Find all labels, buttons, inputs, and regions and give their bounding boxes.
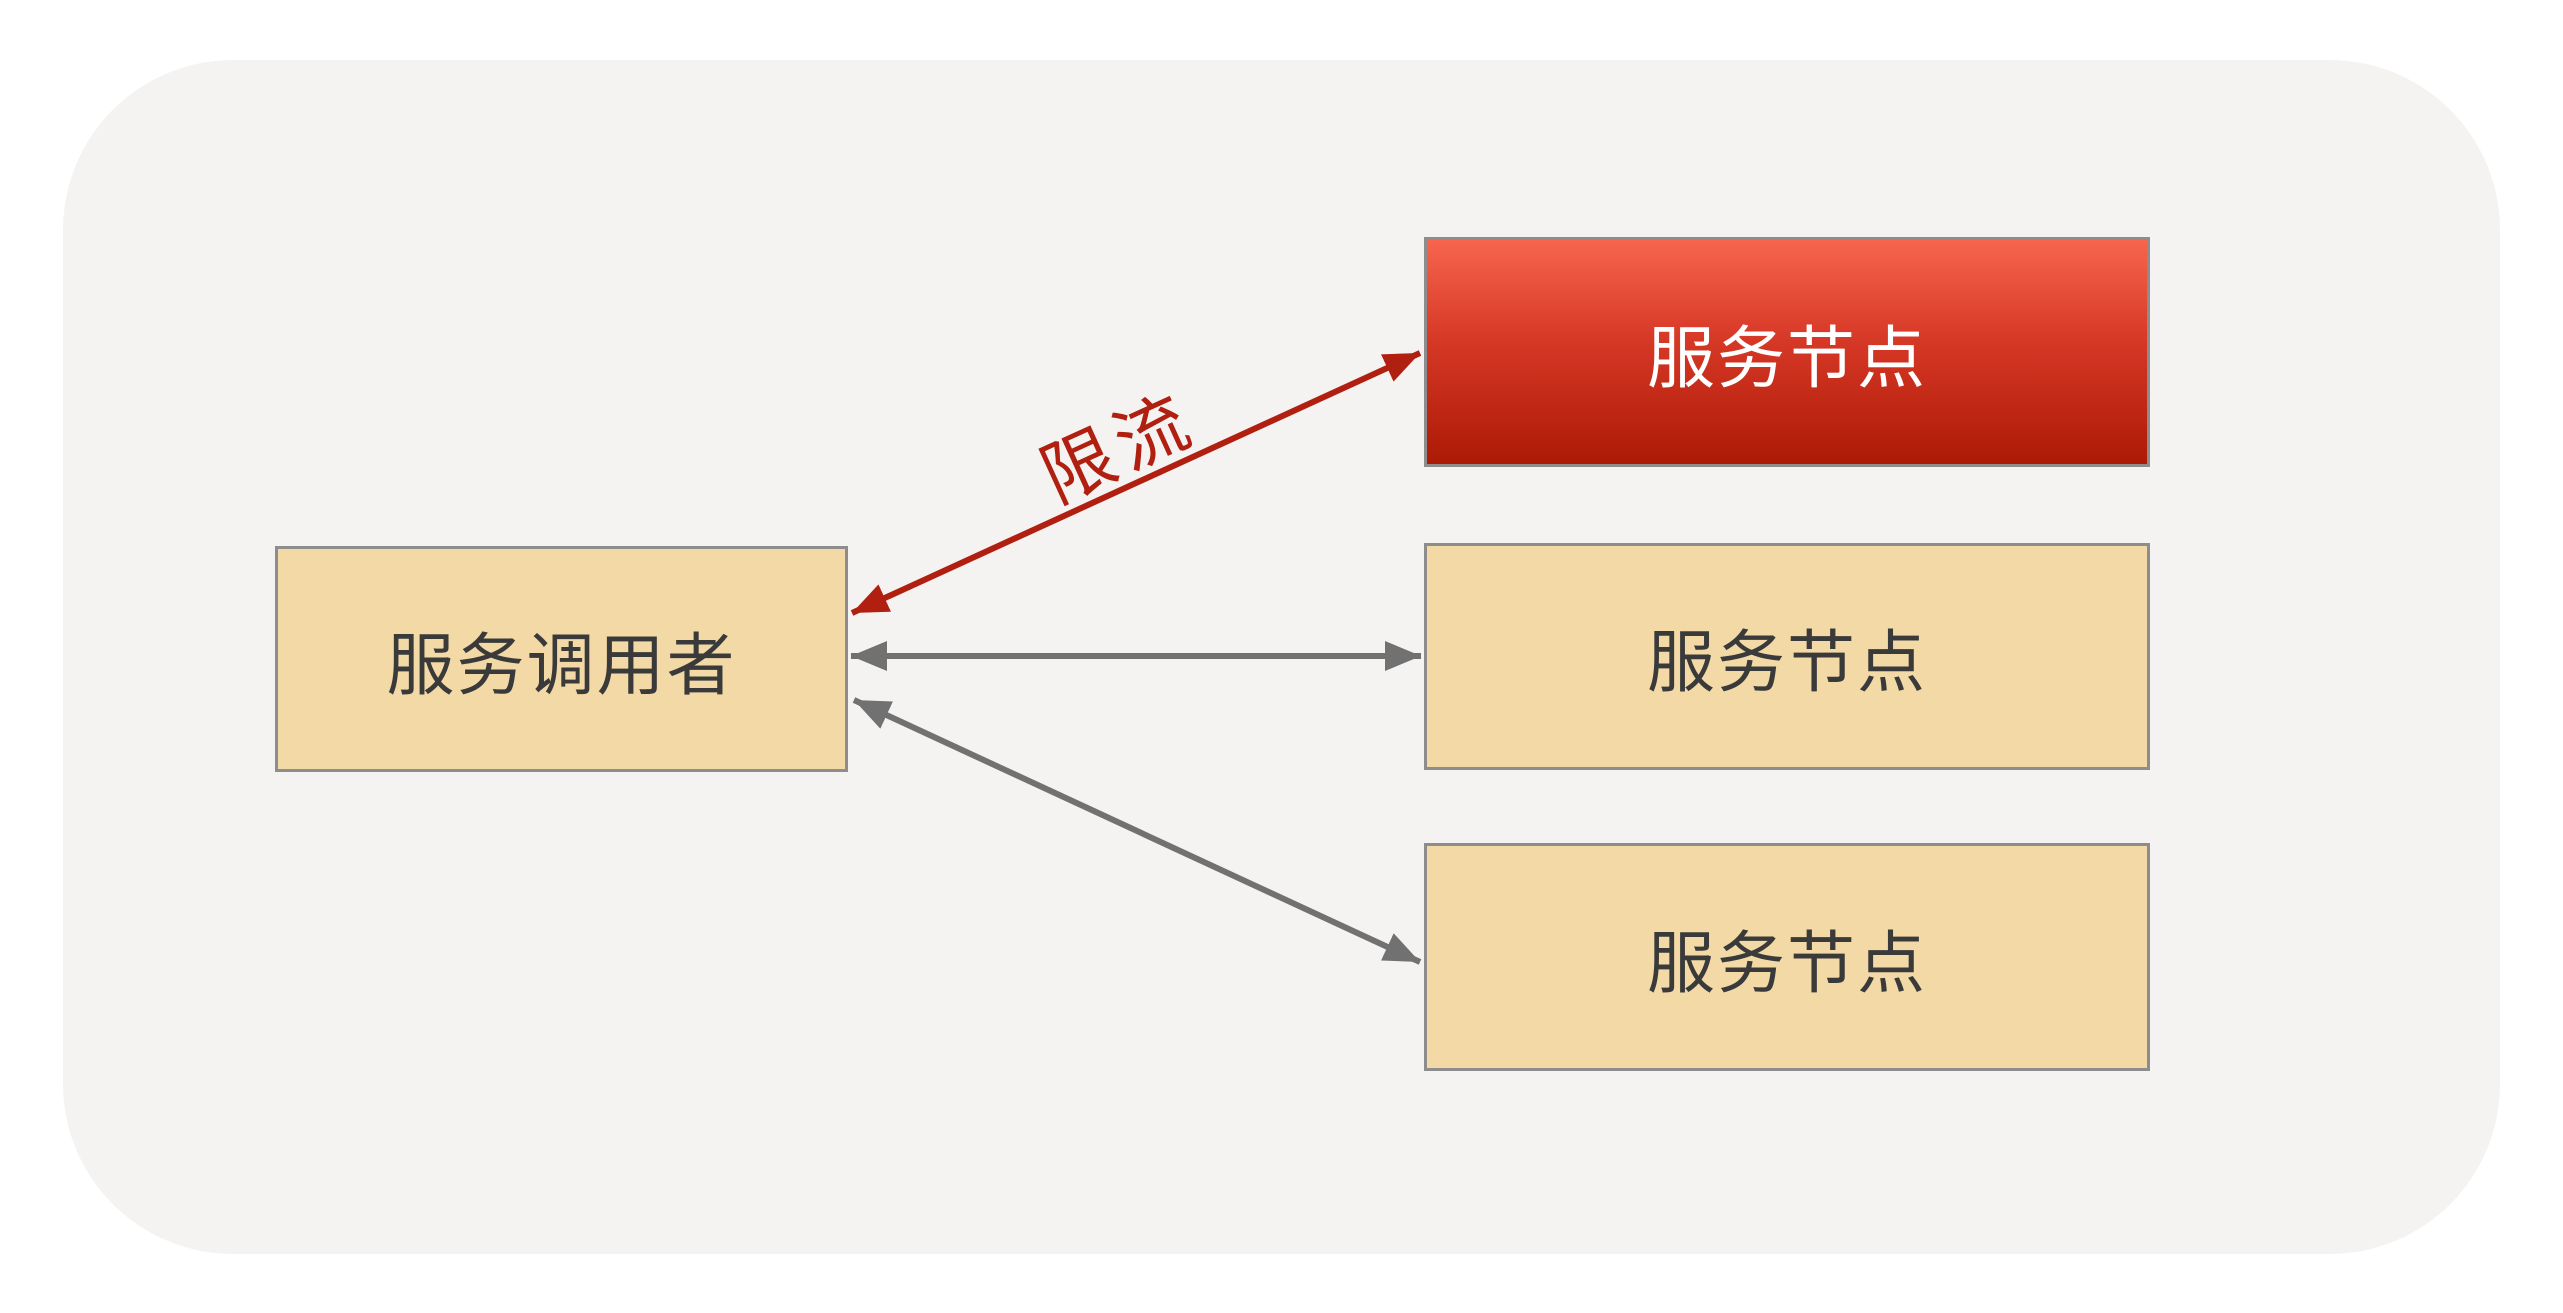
node-service-top-limited: 服务节点 [1424, 237, 2150, 467]
node-service-bottom-label: 服务节点 [1646, 925, 1927, 1002]
node-service-top-label: 服务节点 [1646, 320, 1927, 397]
node-service-bottom: 服务节点 [1424, 843, 2150, 1071]
node-service-middle: 服务节点 [1424, 543, 2150, 770]
node-service-caller-label: 服务调用者 [386, 627, 737, 704]
node-service-caller: 服务调用者 [275, 546, 848, 772]
node-service-middle-label: 服务节点 [1646, 625, 1927, 701]
